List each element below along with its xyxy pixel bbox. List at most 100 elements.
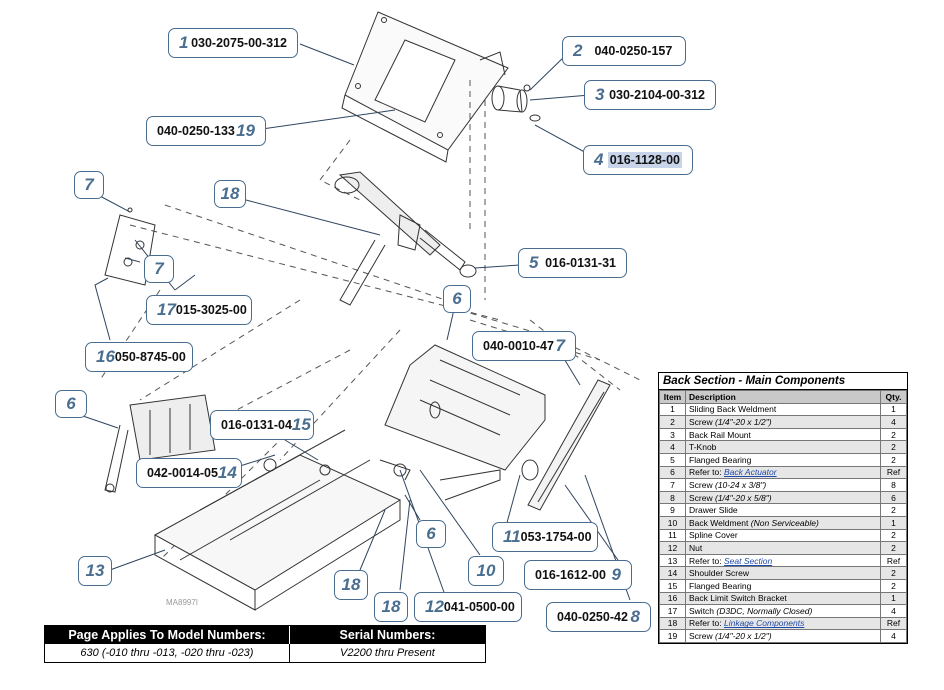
description-note: (10-24 x 3/8") bbox=[715, 479, 767, 490]
row-description: Screw (1/4"-20 x 1/2") bbox=[685, 629, 881, 643]
part-number: 016-1128-00 bbox=[607, 152, 682, 168]
part-number: 040-0250-42 bbox=[557, 610, 628, 624]
row-description: Back Limit Switch Bracket bbox=[685, 591, 881, 606]
item-number: 15 bbox=[291, 415, 311, 434]
description-note: (1/4"-20 x 5/8") bbox=[715, 492, 772, 503]
item-number: 13 bbox=[85, 561, 105, 580]
item-number: 18 bbox=[381, 597, 401, 616]
back-rail-mount-drawing bbox=[491, 84, 541, 122]
part-number: 016-1612-00 bbox=[535, 568, 606, 582]
row-item: 10 bbox=[659, 515, 686, 530]
description-text: Sliding Back Weldment bbox=[689, 404, 777, 415]
bubble-item-18[interactable]: 18 bbox=[214, 180, 246, 208]
reference-link[interactable]: Linkage Components bbox=[723, 618, 805, 629]
callout-item-4[interactable]: 4 016-1128-00 bbox=[583, 145, 693, 175]
reference-link[interactable]: Seat Section bbox=[723, 555, 773, 566]
row-qty: Ref bbox=[880, 553, 907, 568]
back-actuator-drawing bbox=[104, 394, 216, 493]
callout-item-2[interactable]: 2 040-0250-157 bbox=[562, 36, 686, 66]
bubble-item-18-lower[interactable]: 18 bbox=[374, 592, 408, 622]
item-number: 7 bbox=[154, 259, 164, 278]
row-qty: 1 bbox=[880, 515, 907, 530]
bubble-item-10[interactable]: 10 bbox=[468, 556, 504, 586]
row-qty: 2 bbox=[880, 541, 907, 555]
callout-item-11[interactable]: 11 053-1754-00 bbox=[492, 522, 598, 552]
row-qty: 2 bbox=[880, 452, 907, 467]
part-number: 016-0131-31 bbox=[545, 256, 616, 270]
callout-item-1[interactable]: 1 030-2075-00-312 bbox=[168, 28, 298, 58]
item-number: 14 bbox=[217, 463, 237, 482]
row-qty: 4 bbox=[880, 415, 907, 429]
row-qty: 4 bbox=[880, 604, 907, 618]
row-item: 19 bbox=[659, 629, 686, 643]
row-description: Back Rail Mount bbox=[685, 427, 881, 442]
item-number: 12 bbox=[425, 597, 444, 616]
callout-item-9[interactable]: 016-1612-00 9 bbox=[524, 560, 632, 590]
row-qty: Ref bbox=[880, 616, 907, 631]
bubble-item-13[interactable]: 13 bbox=[78, 556, 112, 586]
item-number: 6 bbox=[426, 524, 436, 543]
item-number: 16 bbox=[96, 347, 115, 366]
row-qty: 8 bbox=[880, 478, 907, 492]
callout-item-7-part[interactable]: 040-0010-47 7 bbox=[472, 331, 576, 361]
serial-numbers-header: Serial Numbers: bbox=[339, 628, 436, 642]
callout-item-5[interactable]: 5 016-0131-31 bbox=[518, 248, 627, 278]
bubble-item-6-screw[interactable]: 6 bbox=[443, 285, 471, 313]
part-number: 040-0250-133 bbox=[157, 124, 235, 138]
model-numbers-header: Page Applies To Model Numbers: bbox=[45, 626, 290, 644]
part-number: 053-1754-00 bbox=[520, 530, 592, 544]
callout-item-15[interactable]: 016-0131-04 15 bbox=[210, 410, 314, 440]
part-number: 041-0500-00 bbox=[443, 600, 515, 614]
description-text: Spline Cover bbox=[689, 530, 738, 541]
description-text: Refer to: bbox=[689, 555, 722, 566]
row-item: 18 bbox=[659, 616, 686, 631]
bubble-item-6-pin[interactable]: 6 bbox=[416, 520, 446, 548]
part-number: 016-0131-04 bbox=[221, 418, 292, 432]
row-item: 16 bbox=[659, 591, 686, 606]
row-item: 17 bbox=[659, 604, 686, 618]
description-text: Screw bbox=[689, 631, 713, 642]
row-qty: 2 bbox=[880, 503, 907, 517]
drawing-number: MA8997I bbox=[166, 598, 199, 607]
callout-item-8[interactable]: 040-0250-42 8 bbox=[546, 602, 651, 632]
description-text: T-Knob bbox=[689, 442, 717, 453]
callout-item-3[interactable]: 3 030-2104-00-312 bbox=[584, 80, 716, 110]
bubble-item-18-pin[interactable]: 18 bbox=[334, 570, 368, 600]
row-description: Refer to: Linkage Components bbox=[685, 616, 881, 631]
row-qty: 2 bbox=[880, 566, 907, 580]
row-description: Spline Cover bbox=[685, 528, 881, 543]
part-number: 042-0014-05 bbox=[147, 466, 218, 480]
row-description: Back Weldment (Non Serviceable) bbox=[685, 515, 881, 530]
row-item: 3 bbox=[659, 427, 686, 442]
callout-item-17[interactable]: 17 015-3025-00 bbox=[146, 295, 252, 325]
callout-item-14[interactable]: 042-0014-05 14 bbox=[136, 458, 242, 488]
bubble-item-6-actuator[interactable]: 6 bbox=[55, 390, 87, 418]
item-number: 3 bbox=[595, 85, 605, 104]
description-text: Drawer Slide bbox=[689, 505, 738, 516]
reference-link[interactable]: Back Actuator bbox=[723, 467, 777, 478]
description-note: (D3DC, Normally Closed) bbox=[716, 605, 813, 616]
row-description: Drawer Slide bbox=[685, 503, 881, 517]
item-number: 17 bbox=[157, 300, 176, 319]
serial-numbers-value: V2200 thru Present bbox=[340, 647, 435, 659]
row-item: 9 bbox=[659, 503, 686, 517]
bubble-item-7[interactable]: 7 bbox=[74, 171, 104, 199]
callout-item-16[interactable]: 16 050-8745-00 bbox=[85, 342, 193, 372]
callout-item-19[interactable]: 040-0250-133 19 bbox=[146, 116, 266, 146]
description-text: Refer to: bbox=[689, 618, 722, 629]
model-numbers-value: 630 (-010 thru -013, -020 thru -023) bbox=[45, 644, 290, 662]
item-number: 10 bbox=[476, 561, 496, 580]
row-item: 1 bbox=[659, 402, 686, 417]
bubble-item-7-switch[interactable]: 7 bbox=[144, 255, 174, 283]
callout-item-12[interactable]: 12 041-0500-00 bbox=[414, 592, 522, 622]
